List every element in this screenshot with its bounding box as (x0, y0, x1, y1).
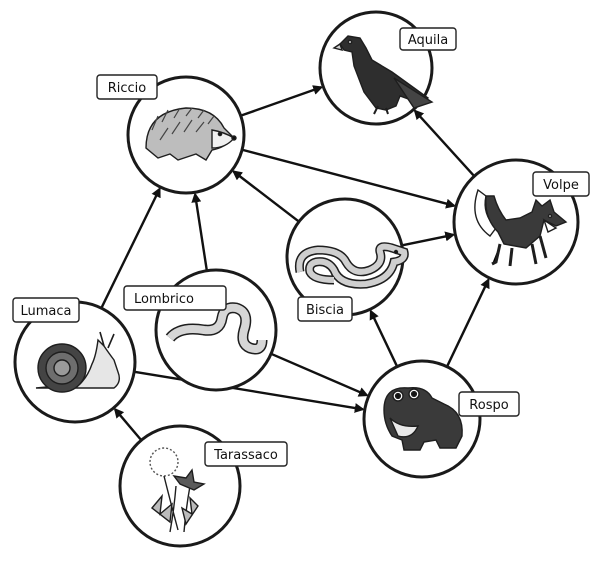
node-label-riccio: Riccio (108, 81, 147, 96)
snail-icon (35, 331, 121, 393)
arrow-riccio-to-volpe (242, 148, 457, 209)
edges-layer (100, 85, 490, 441)
node-lumaca: Lumaca (12, 297, 137, 424)
fox-icon (474, 188, 568, 267)
node-biscia: Biscia (285, 197, 409, 322)
node-label-lombrico: Lombrico (134, 292, 194, 307)
arrow-tarassaco-to-lumaca (113, 407, 142, 441)
node-lombrico: Lombrico (123, 268, 278, 392)
node-label-biscia: Biscia (306, 303, 344, 318)
node-aquila: Aquila (318, 10, 457, 126)
arrow-lombrico-to-riccio (191, 192, 208, 270)
node-label-rospo: Rospo (469, 398, 508, 413)
arrow-lumaca-to-riccio (100, 187, 161, 308)
node-volpe: Volpe (452, 158, 590, 286)
node-label-tarassaco: Tarassaco (213, 448, 278, 463)
arrow-biscia-to-volpe (402, 231, 456, 247)
arrow-rospo-to-volpe (446, 277, 490, 367)
node-label-lumaca: Lumaca (21, 304, 72, 319)
arrow-lombrico-to-rospo (271, 353, 369, 397)
earthworm-icon (165, 302, 268, 355)
snake-icon (294, 242, 409, 289)
arrow-rospo-to-biscia (369, 309, 398, 367)
node-tarassaco: Tarassaco (118, 424, 288, 548)
hedgehog-icon (145, 107, 237, 161)
arrow-riccio-to-aquila (241, 85, 324, 117)
toad-icon (383, 387, 463, 451)
arrow-lumaca-to-rospo (135, 370, 365, 413)
eagle-icon (332, 35, 434, 115)
node-rospo: Rospo (362, 359, 520, 479)
arrow-volpe-to-aquila (413, 109, 475, 177)
node-label-volpe: Volpe (543, 178, 579, 193)
arrow-biscia-to-riccio (232, 170, 299, 223)
dandelion-icon (149, 447, 206, 533)
node-riccio: Riccio (96, 74, 246, 195)
node-label-aquila: Aquila (408, 33, 448, 48)
